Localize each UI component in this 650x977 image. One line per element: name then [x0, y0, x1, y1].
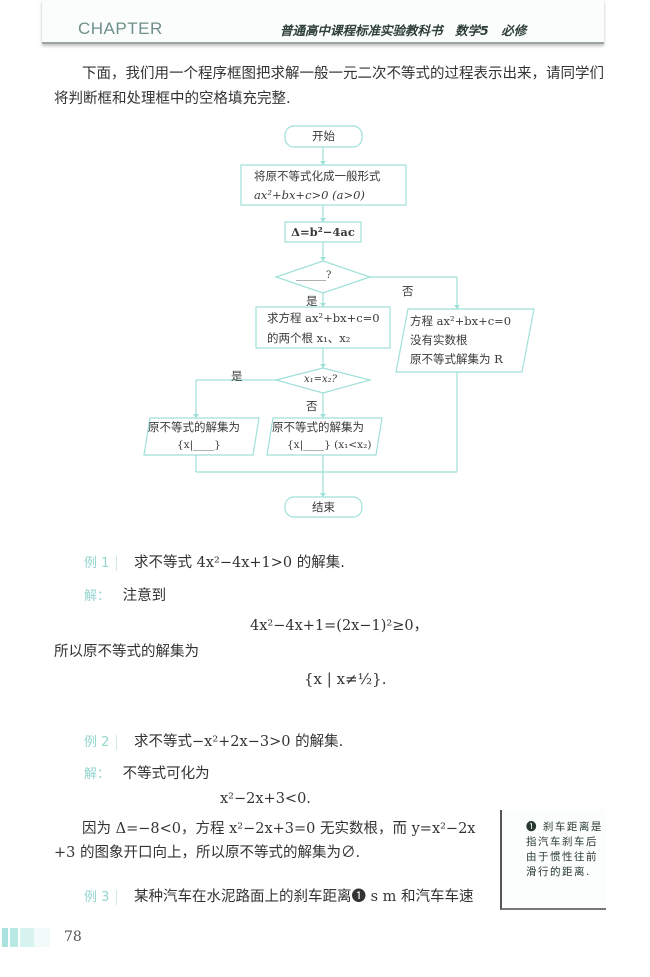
equal-result-line2: {x|____} — [177, 439, 221, 451]
example1-conclusion: 所以原不等式的解集为 — [54, 644, 199, 660]
flowchart: 开始 将原不等式化成一般形式 ax²+bx+c>0 (a>0) Δ=b²−4ac… — [143, 125, 535, 518]
no-root-node-line1: 方程 ax²+bx+c=0 — [410, 314, 512, 328]
discriminant-node: Δ=b²−4ac — [291, 225, 355, 239]
sidenote-box: ❶ 刹车距离是指汽车刹车后由于惯性往前滑行的距离. — [500, 810, 606, 910]
end-node: 结束 — [312, 500, 335, 514]
normalize-node-line2: ax²+bx+c>0 (a>0) — [254, 188, 365, 202]
example3-label: 例 3 — [84, 890, 118, 905]
start-node: 开始 — [312, 129, 335, 143]
yes-label-2: 是 — [231, 369, 243, 383]
unequal-result-line2: {x|____} (x₁<x₂) — [287, 439, 372, 451]
example1-solution-intro: 注意到 — [122, 588, 167, 604]
example2-solution-intro: 不等式可化为 — [122, 766, 210, 782]
example1-label: 例 1 — [84, 556, 118, 571]
normalize-node-line1: 将原不等式化成一般形式 — [254, 169, 381, 183]
roots-node-line1: 求方程 ax²+bx+c=0 — [267, 311, 380, 325]
example1-question: 求不等式 4x²−4x+1>0 的解集. — [134, 555, 345, 571]
example2-label: 例 2 — [84, 735, 118, 750]
decision-equal-roots-node: x₁=x₂? — [304, 374, 338, 385]
example1-answer: {x | x≠½}. — [304, 670, 387, 688]
equal-result-line1: 原不等式的解集为 — [148, 420, 240, 434]
intro-paragraph: 下面，我们用一个程序框图把求解一般一元二次不等式的过程表示出来，请同学们将判断框… — [54, 66, 604, 107]
example3-question: 某种汽车在水泥路面上的刹车距离❶ s m 和汽车车速 — [134, 889, 474, 905]
example2-reason-line1: 因为 Δ=−8<0，方程 x²−2x+3=0 无实数根，而 y=x²−2x — [82, 821, 476, 837]
no-root-node-line3: 原不等式解集为 R — [410, 352, 503, 366]
example3-question-row: 例 3 某种汽车在水泥路面上的刹车距离❶ s m 和汽车车速 — [84, 885, 474, 906]
example2-question-row: 例 2 求不等式−x²+2x−3>0 的解集. — [84, 730, 343, 751]
no-root-node-line2: 没有实数根 — [410, 333, 468, 347]
example2-question: 求不等式−x²+2x−3>0 的解集. — [134, 734, 344, 750]
decision-blank-node: ______? — [296, 270, 332, 281]
yes-label-1: 是 — [306, 294, 318, 308]
example1-equation: 4x²−4x+1=(2x−1)²≥0， — [250, 618, 429, 634]
book-title: 普通高中课程标准实验教科书 数学5 必修 — [280, 23, 527, 38]
sidenote-text: ❶ 刹车距离是指汽车刹车后由于惯性往前滑行的距离. — [526, 821, 603, 878]
flowchart-lines — [143, 125, 535, 518]
page-accent-bar — [2, 928, 50, 947]
example1-solution-label: 解： — [84, 589, 111, 604]
example2-reason-line2: +3 的图象开口向上，所以原不等式的解集为∅. — [54, 845, 361, 861]
no-label-1: 否 — [402, 284, 414, 298]
unequal-result-line1: 原不等式的解集为 — [272, 420, 364, 434]
no-label-2: 否 — [306, 399, 318, 413]
page-number: 78 — [64, 929, 82, 945]
chapter-label: CHAPTER — [78, 19, 163, 38]
example1-solution-row: 解： 注意到 — [84, 584, 166, 605]
example2-solution-row: 解： 不等式可化为 — [84, 762, 210, 783]
example2-equation: x²−2x+3<0. — [220, 791, 311, 807]
example2-solution-label: 解： — [84, 767, 111, 782]
example1-question-row: 例 1 求不等式 4x²−4x+1>0 的解集. — [84, 551, 345, 572]
page-header: CHAPTER 普通高中课程标准实验教科书 数学5 必修 — [42, 0, 604, 44]
roots-node-line2: 的两个根 x₁、x₂ — [267, 331, 351, 345]
